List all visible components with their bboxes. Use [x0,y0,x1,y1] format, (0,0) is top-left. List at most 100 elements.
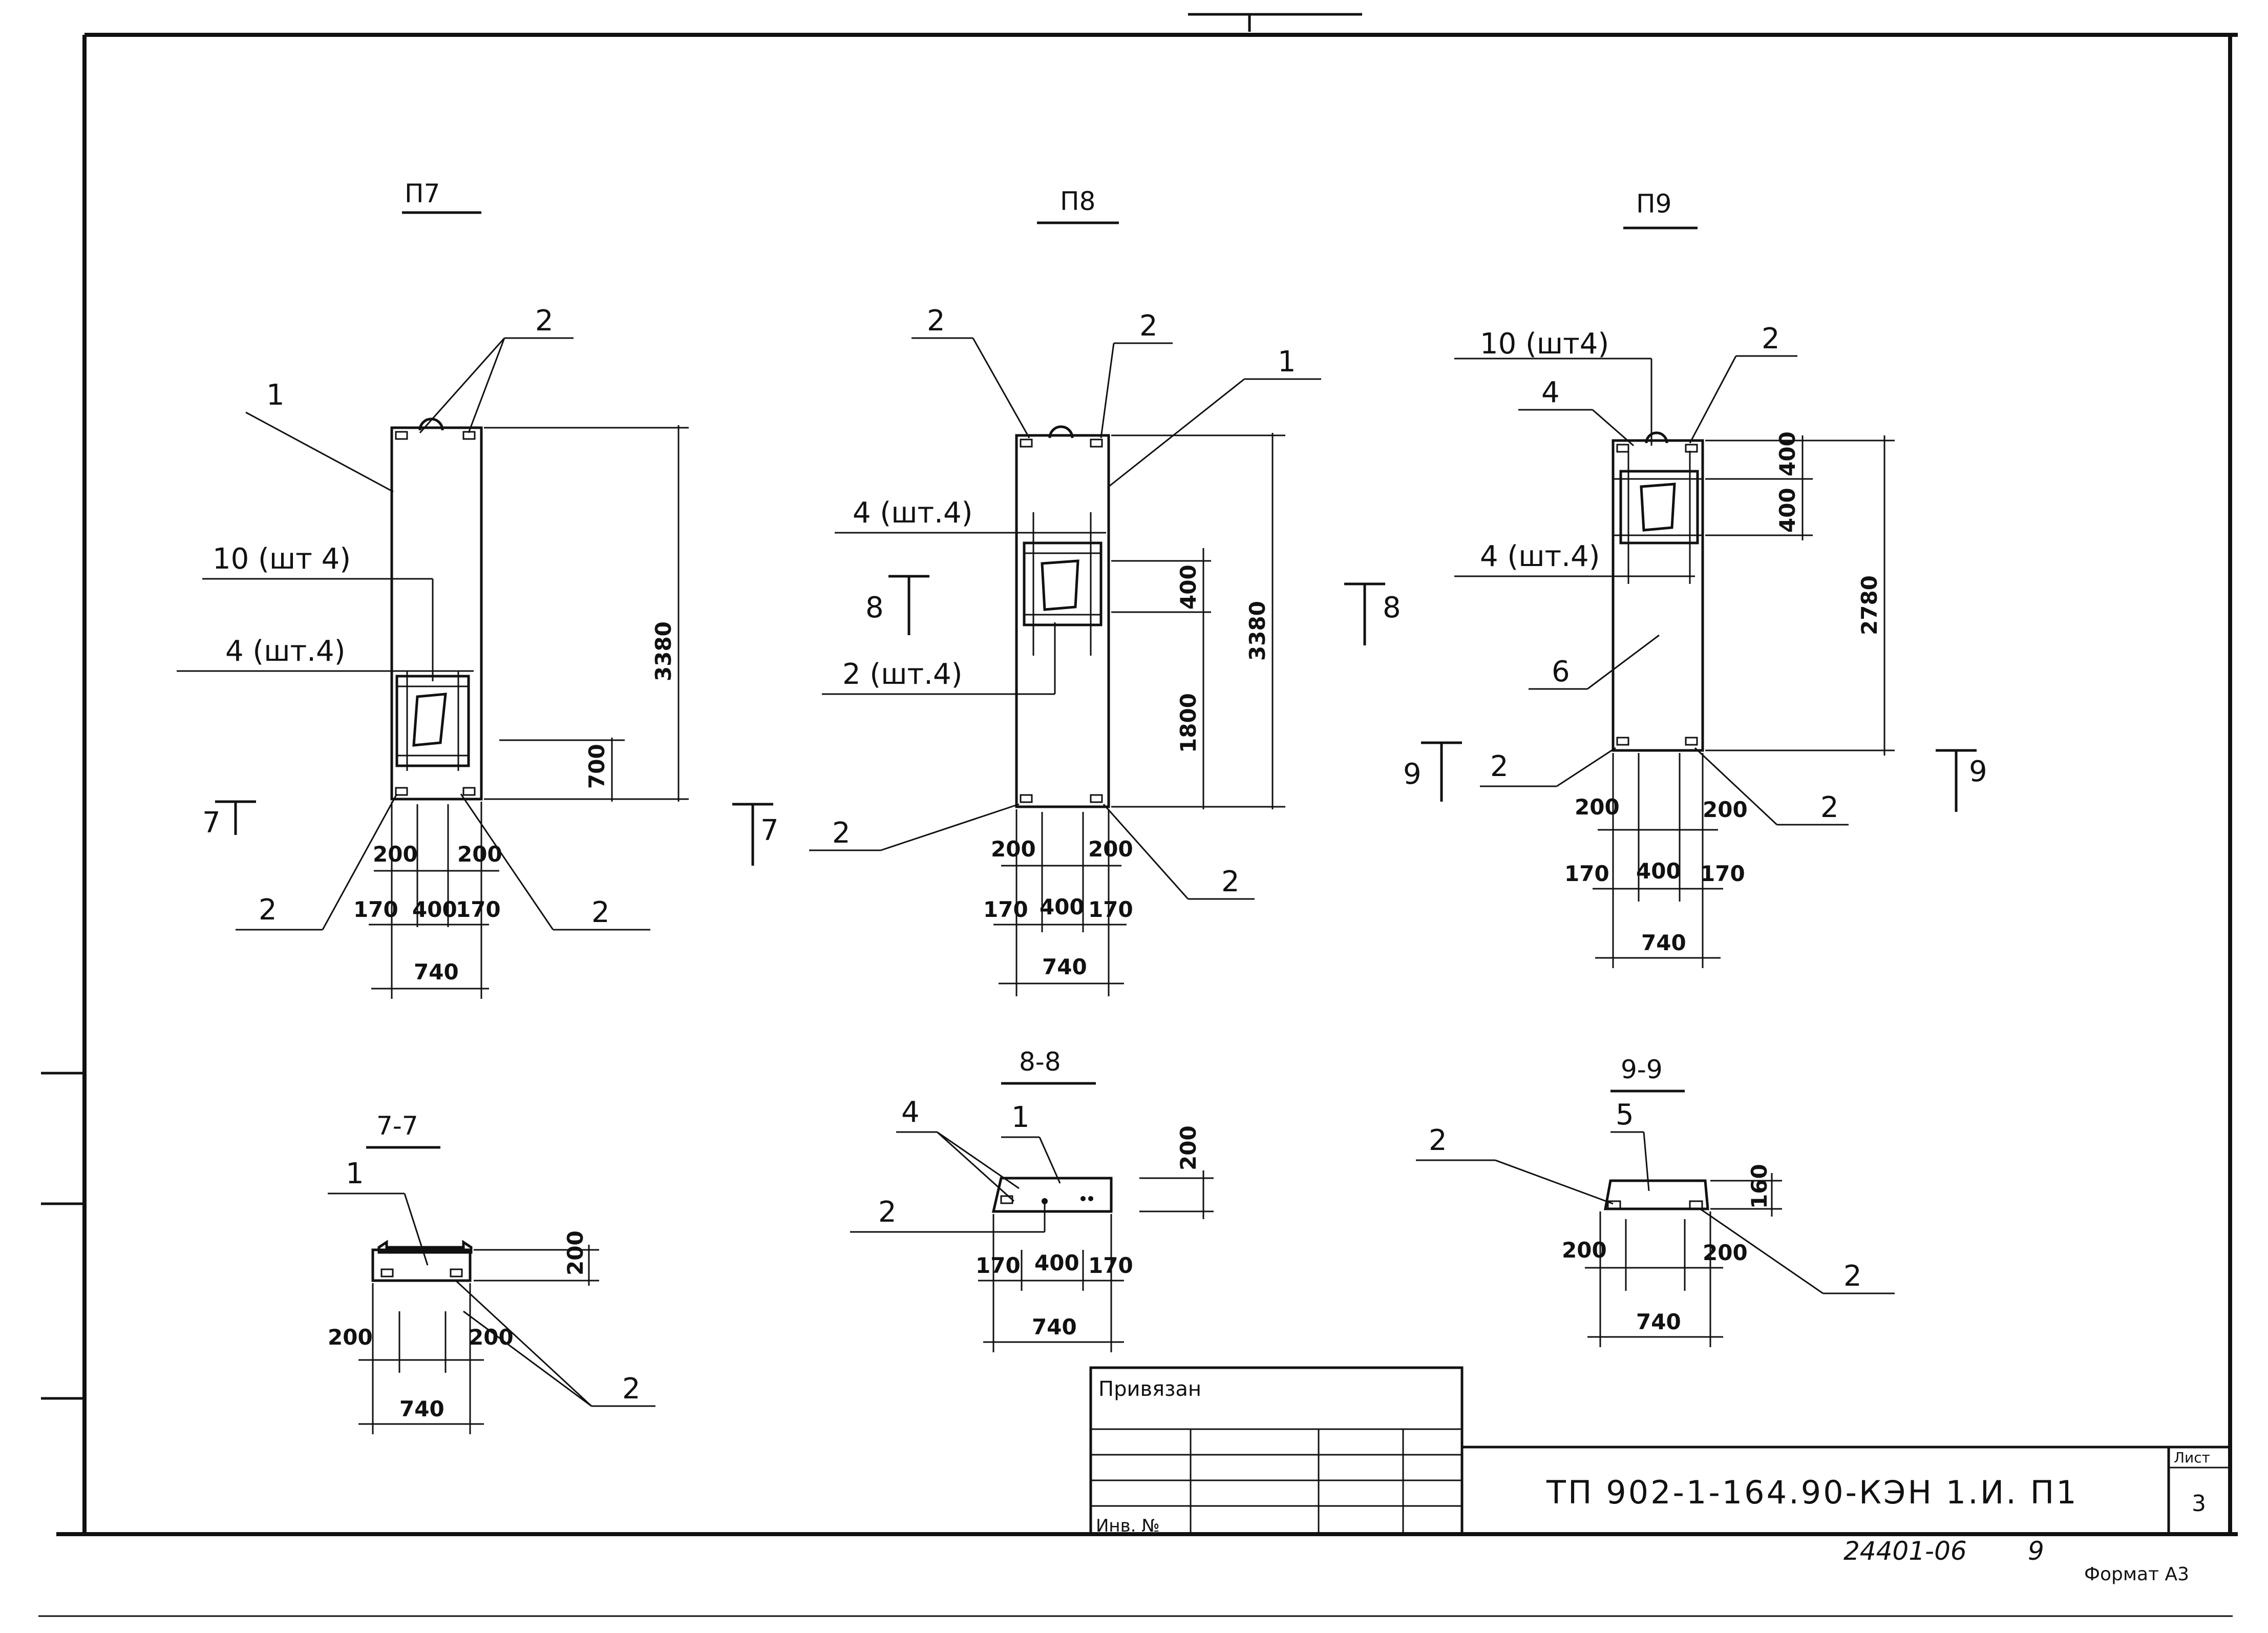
section-title: 8-8 [1019,1047,1061,1077]
panel-outline [390,426,483,801]
lifting-loop [1645,431,1668,444]
privyazan-label: Привязан [1098,1377,1201,1401]
opening [1619,470,1699,545]
section-profile [1604,1179,1709,1210]
p7-dim-740: 740 [414,959,459,985]
p7-label-4: 4 (шт.4) [225,635,345,668]
p9-cut-right: 9 [1969,755,1987,788]
p7-label-2b: 2 [591,896,610,929]
p8-label-4: 4 (шт.4) [853,496,972,530]
p9-dim-170a: 170 [1564,861,1609,886]
p7-label-1: 1 [266,379,285,412]
p8-dim-1800: 1800 [1176,693,1201,753]
archive-number: 24401-06 [1843,1536,1967,1566]
p9-dim-height: 2780 [1857,575,1882,635]
view-title: П7 [405,179,440,208]
p7-dim-200b: 200 [457,842,502,867]
s88-dim-170a: 170 [976,1253,1021,1278]
sheet-label: Лист [2174,1449,2210,1466]
p8-dim-740: 740 [1042,954,1087,979]
p8-dim-170a: 170 [983,897,1028,922]
p9-label-4a: 4 [1541,376,1560,409]
p7-cut-left: 7 [202,806,221,840]
inv-label: Инв. № [1096,1516,1160,1536]
p9-dim-400a: 400 [1775,431,1800,476]
p9-dim-400c: 400 [1636,859,1681,884]
s99-label-5: 5 [1616,1098,1634,1132]
p7-dim-170a: 170 [353,897,398,922]
p8-cut-right: 8 [1383,591,1401,624]
p9-dim-200a: 200 [1575,794,1620,820]
document-code: ТП 902-1-164.90-КЭН 1.И. П1 [1546,1474,2079,1511]
p9-dim-170b: 170 [1700,861,1745,886]
p8-label-2-qty: 2 (шт.4) [842,658,962,691]
p8-dim-400b: 400 [1040,894,1085,919]
s99-dim-200a: 200 [1562,1238,1607,1263]
p7-dim-200a: 200 [373,842,418,867]
p7-dim-height: 3380 [651,621,676,681]
opening [1023,541,1103,626]
p8-dim-400: 400 [1176,564,1201,610]
p8-dim-height: 3380 [1245,601,1270,661]
p8-label-2a: 2 [927,304,945,338]
p8-dim-200b: 200 [1088,836,1133,862]
s77-dim-200h: 200 [563,1230,588,1275]
section-title: 9-9 [1621,1055,1663,1084]
p9-dim-740: 740 [1641,930,1686,955]
view-p8: П8 2 2 1 4 (шт.4) 2 (шт.4) 2 2 3380 400 … [809,186,1401,996]
p8-label-2c: 2 [832,816,851,850]
view-p9: П9 10 (шт4) 2 4 4 (шт.4) 6 2 2 400 400 2… [1403,189,1987,968]
section-title: 7-7 [376,1111,418,1141]
lifting-loop [1048,425,1074,438]
p7-label-10: 10 (шт 4) [213,542,351,576]
format-label: Формат А3 [2084,1564,2189,1585]
p9-label-2b: 2 [1490,750,1509,783]
p9-label-2c: 2 [1820,791,1839,824]
s88-label-2: 2 [878,1196,897,1229]
section-9-9: 9-9 5 2 2 160 200 200 740 [1416,1055,1895,1347]
s88-label-4: 4 [901,1096,920,1129]
p9-label-4: 4 (шт.4) [1480,540,1600,573]
sheet-number: 3 [2192,1491,2206,1517]
p7-dim-400: 400 [412,897,457,922]
p9-label-10: 10 (шт4) [1480,327,1609,361]
p9-dim-400b: 400 [1775,488,1800,533]
s88-dim-400: 400 [1034,1250,1079,1275]
s88-label-1: 1 [1011,1101,1030,1134]
footer: 24401-06 9 Формат А3 [1843,1536,2189,1585]
s99-label-2b: 2 [1843,1260,1862,1293]
s77-dim-740: 740 [399,1396,444,1421]
p7-dim-opening: 700 [584,744,609,789]
s77-label-2: 2 [622,1372,641,1406]
p7-label-2: 2 [535,304,554,338]
p8-dim-200a: 200 [991,836,1036,862]
section-8-8: 8-8 4 1 2 200 170 400 170 740 [850,1047,1214,1352]
p7-label-2a: 2 [259,893,277,927]
lifting-loop [418,417,444,431]
s88-dim-200h: 200 [1176,1125,1201,1170]
s77-dim-200b: 200 [469,1325,514,1350]
p7-dim-170b: 170 [456,897,501,922]
p8-cut-left: 8 [865,591,884,624]
p9-dim-200b: 200 [1703,797,1748,822]
panel-outline [1015,434,1110,808]
s88-dim-170b: 170 [1088,1253,1133,1278]
p9-label-2a: 2 [1762,322,1780,355]
panel-outline [1612,439,1704,752]
section-7-7: 7-7 1 2 200 200 200 740 [328,1111,655,1434]
title-block: Привязан Инв. № ТП 902-1-164.90-КЭН 1.И.… [1089,1366,2232,1536]
s77-label-1: 1 [346,1157,364,1190]
view-title: П9 [1636,189,1671,219]
p7-cut-right: 7 [760,814,779,847]
view-p7: П7 1 2 10 (шт 4) 4 (шт.4) 2 2 3380 700 [177,179,779,999]
p9-cut-left: 9 [1403,758,1422,791]
section-profile [991,1177,1113,1213]
archive-page: 9 [2028,1536,2044,1566]
view-title: П8 [1060,186,1095,216]
s99-label-2a: 2 [1429,1124,1447,1157]
p9-label-6: 6 [1552,655,1570,688]
p8-label-2b: 2 [1139,309,1158,343]
p8-label-1: 1 [1278,345,1296,379]
s88-dim-740: 740 [1032,1314,1077,1339]
sheet-frame [38,13,2238,1617]
